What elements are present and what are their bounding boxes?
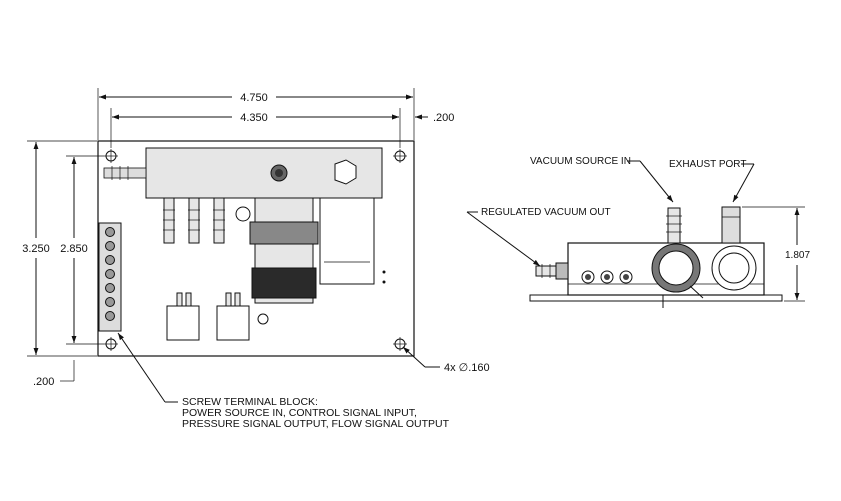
dim-overall-height: 3.250 — [22, 140, 97, 357]
dim-edge-offset-bottom-text: .200 — [33, 376, 54, 388]
vacuum-source-in-callout: VACUUM SOURCE IN — [530, 156, 674, 203]
screw-terminal-label-3: PRESSURE SIGNAL OUTPUT, FLOW SIGNAL OUTP… — [182, 418, 450, 430]
valve-body — [235, 197, 386, 304]
mounting-holes — [104, 149, 407, 351]
barbed-fittings — [163, 197, 225, 244]
dim-edge-offset-top: .200 — [390, 112, 454, 124]
side-view: VACUUM SOURCE IN EXHAUST PORT REGULATED … — [466, 156, 810, 308]
regulated-vacuum-out-label: REGULATED VACUUM OUT — [481, 207, 611, 218]
screw-terminal-label-1: SCREW TERMINAL BLOCK: — [182, 396, 318, 408]
dim-overall-width-text: 4.750 — [240, 92, 268, 104]
dim-hole-spacing-height: 2.850 — [60, 155, 104, 345]
dim-edge-offset-bottom: .200 — [33, 360, 75, 388]
exhaust-port-label: EXHAUST PORT — [669, 159, 746, 170]
screw-terminal-callout: SCREW TERMINAL BLOCK: POWER SOURCE IN, C… — [117, 332, 450, 430]
dim-side-height-text: 1.807 — [785, 250, 810, 261]
hole-callout-text: 4x ∅.160 — [444, 362, 490, 374]
front-view: 4.750 4.350 .200 3.250 — [22, 88, 490, 430]
manifold-block — [103, 147, 383, 199]
dim-hole-spacing-width: 4.350 — [110, 108, 401, 148]
dim-side-height: 1.807 — [742, 206, 810, 302]
dim-hole-spacing-height-text: 2.850 — [60, 243, 88, 255]
vacuum-source-in-label: VACUUM SOURCE IN — [530, 156, 631, 167]
screw-terminal-block — [98, 222, 122, 332]
dim-edge-offset-top-text: .200 — [433, 112, 454, 124]
dim-overall-height-text: 3.250 — [22, 243, 50, 255]
exhaust-port-callout: EXHAUST PORT — [669, 159, 755, 203]
dim-hole-spacing-width-text: 4.350 — [240, 112, 268, 124]
regulated-vacuum-out-callout: REGULATED VACUUM OUT — [466, 207, 611, 267]
screw-terminal-label-2: POWER SOURCE IN, CONTROL SIGNAL INPUT, — [182, 407, 417, 419]
hole-callout: 4x ∅.160 — [402, 346, 490, 374]
hex-plug — [334, 159, 357, 185]
dim-overall-width: 4.750 — [97, 88, 415, 140]
sensor-modules — [166, 292, 269, 341]
side-base-plate — [529, 294, 783, 302]
